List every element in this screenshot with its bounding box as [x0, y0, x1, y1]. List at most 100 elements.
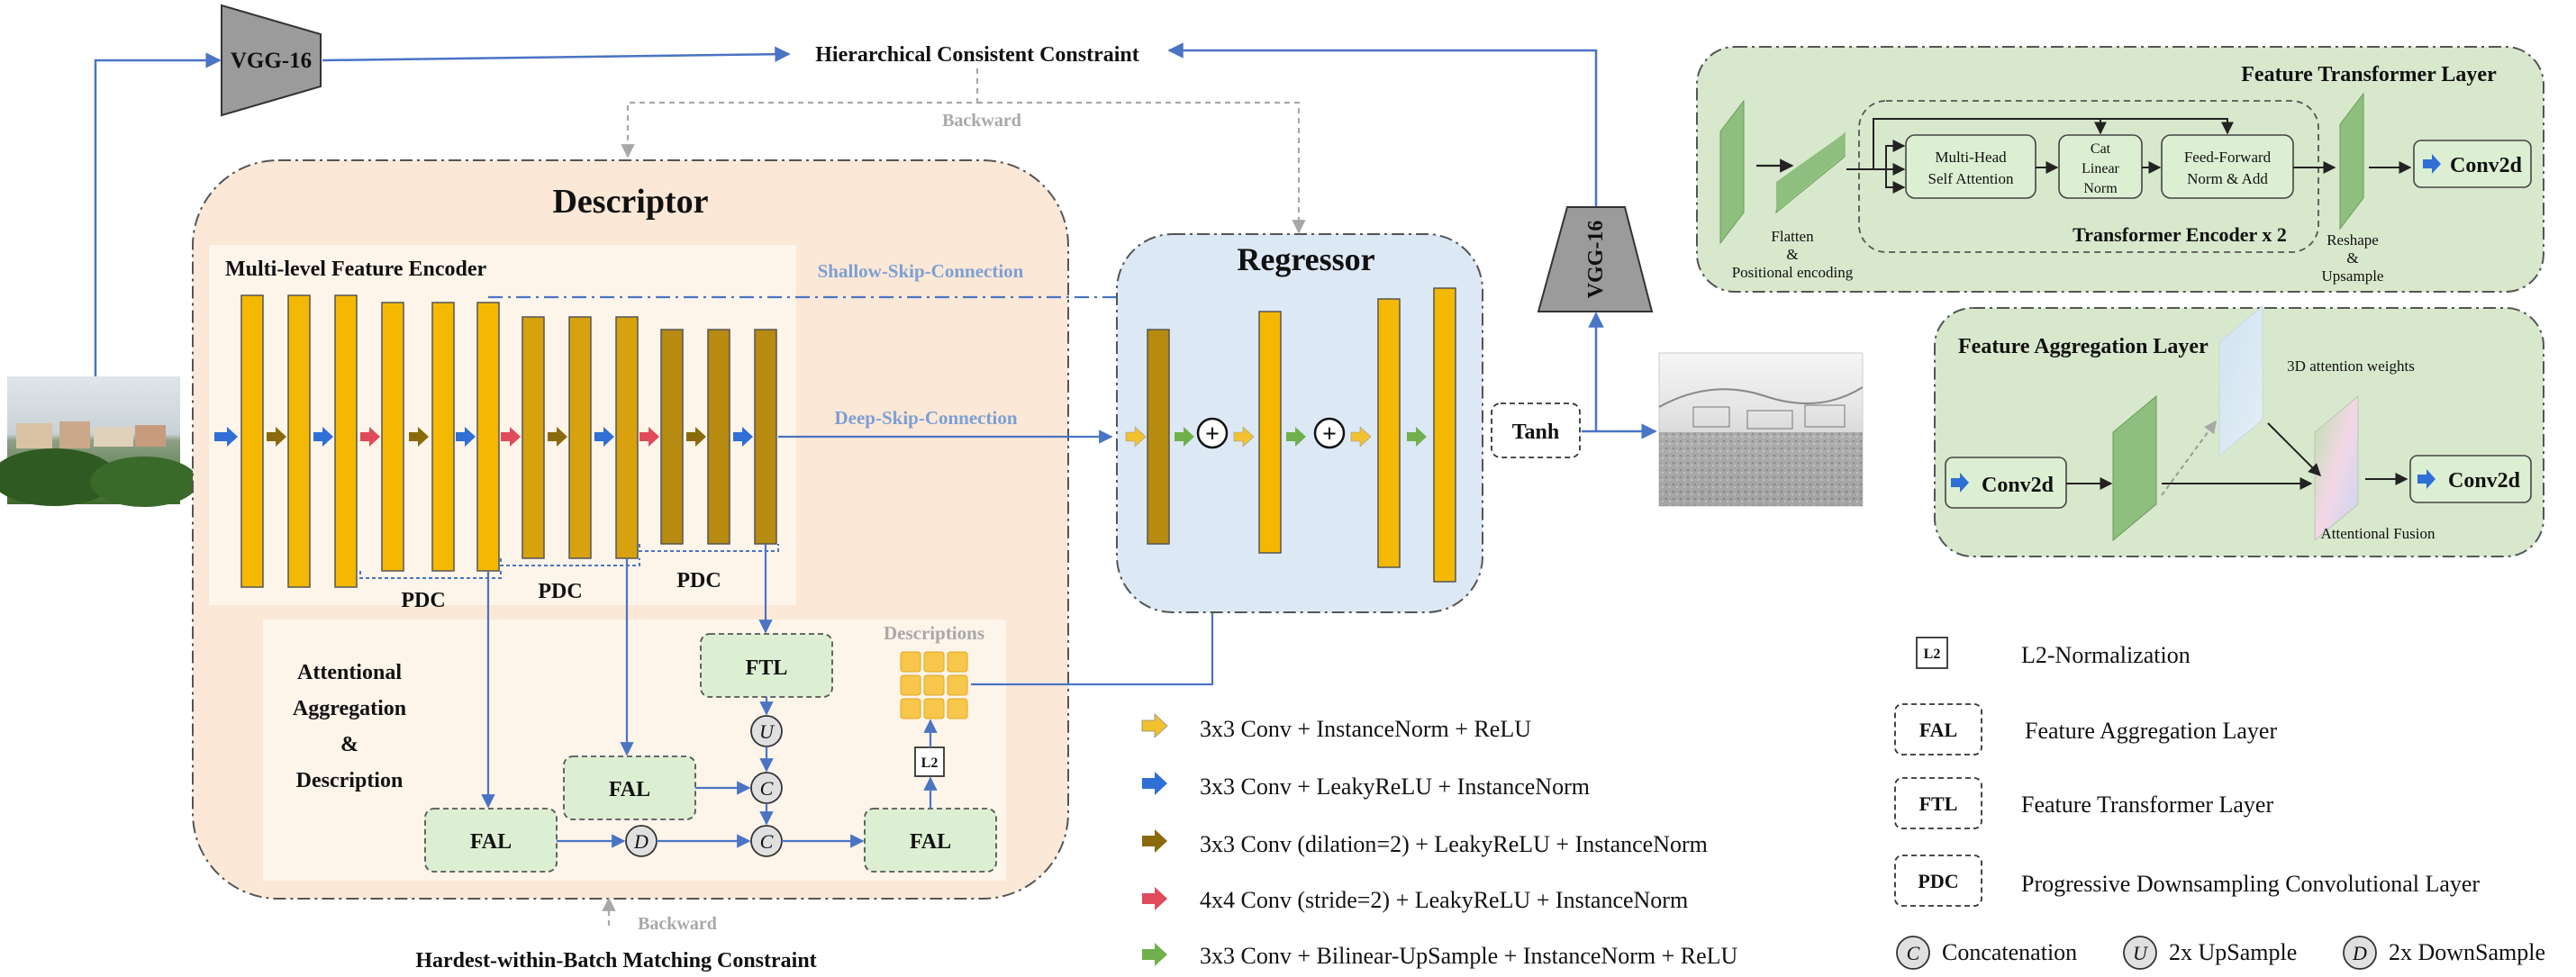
op-circles: U C C D [625, 715, 783, 857]
fal-panel-title: Feature Aggregation Layer [1958, 335, 2209, 358]
legend-fal-box [1894, 703, 1982, 755]
arrow-legend: 3x3 Conv + InstanceNorm + ReLU 3x3 Conv … [1141, 713, 1738, 969]
enc-bar-12 [754, 329, 777, 545]
output-photo [1658, 352, 1864, 507]
backward-bottom-label: Backward [638, 914, 717, 934]
reshape-line-3: Upsample [2322, 267, 2384, 285]
ftl-conv2d-label: Conv2d [2450, 154, 2523, 177]
box-legend: L2 L2-Normalization FAL Feature Aggregat… [1894, 637, 2545, 970]
attn-title: Attentional Aggregation & Description [293, 661, 406, 792]
legend-arrow-label-1: 3x3 Conv + InstanceNorm + ReLU [1200, 716, 1531, 742]
encoder-frame [1858, 100, 2319, 253]
tanh-box [1491, 403, 1581, 458]
fal-box-1-label: FAL [470, 830, 512, 854]
fal-panel: Feature Aggregation Layer Conv2d 3D atte… [1934, 304, 2544, 557]
fal-conv2d-out-arrow [2417, 469, 2435, 489]
vgg-to-hcc-arrow [322, 46, 791, 62]
add-circle-1-label: + [1205, 421, 1220, 448]
pdc-label-3: PDC [676, 569, 721, 593]
reg-op-arrow-green [1286, 427, 1306, 447]
vgg-right-block [1537, 206, 1654, 312]
add-circle-1 [1196, 417, 1229, 449]
descriptions-label: Descriptions [884, 622, 984, 644]
reg-op-arrow-yellow [1233, 426, 1255, 448]
reg-bar-2 [1258, 311, 1282, 554]
op-arrow-red [639, 427, 659, 447]
backward-top-arrow-right [977, 101, 1306, 234]
vgg-left-block [221, 4, 322, 117]
attn-title-line-3: & [340, 733, 358, 756]
legend-upsample-label: 2x UpSample [2169, 939, 2297, 965]
mhsa-line-1: Multi-Head [1935, 149, 2007, 166]
input-photo [0, 376, 198, 507]
attn-title-line-1: Attentional [297, 661, 402, 684]
ftl-input-feature [1719, 99, 1745, 245]
ftl-box-label: FTL [746, 656, 788, 680]
regressor-title: Regressor [1237, 241, 1374, 277]
tanh-label: Tanh [1512, 421, 1560, 444]
legend-ftl-box [1894, 777, 1982, 829]
fal-box-2-label: FAL [609, 778, 650, 801]
ffn-box [2161, 134, 2294, 199]
enc-bar-1 [240, 294, 264, 588]
l2-box-label: L2 [921, 755, 939, 771]
fal-conv2d-in-label: Conv2d [1982, 474, 2054, 497]
enc-bar-10 [660, 329, 684, 545]
hcc-label: Hierarchical Consistent Constraint [815, 43, 1139, 67]
ffn-line-2: Norm & Add [2187, 170, 2268, 187]
legend-ftl-label: Feature Transformer Layer [2021, 792, 2273, 818]
fal-fusion-label: Attentional Fusion [2320, 525, 2435, 542]
reg-bar-4 [1433, 287, 1456, 583]
legend-upsample-circle [2123, 936, 2157, 970]
op-arrow-blue [456, 427, 476, 447]
vgg-right-to-hcc-arrow [1167, 42, 1598, 207]
legend-arrow-green [1142, 943, 1167, 966]
hbm-label: Hardest-within-Batch Matching Constraint [415, 949, 816, 972]
fal-fusion-block [2314, 394, 2359, 542]
flatten-line-1: Flatten [1771, 228, 1814, 245]
top-constraint-group: VGG-16 Hierarchical Consistent Constrain… [94, 4, 1598, 376]
legend-l2-label: L2-Normalization [2021, 642, 2191, 668]
legend-arrow-blue [1142, 772, 1167, 795]
vgg-right-label: VGG-16 [1584, 221, 1608, 299]
upsample-circle-label: U [759, 720, 776, 743]
op-arrow-blue [214, 427, 238, 447]
enc-bar-4 [381, 302, 404, 572]
legend-concat-key: C [1907, 942, 1920, 964]
reg-op-arrow-yellow [1350, 426, 1372, 448]
legend-fal-label: Feature Aggregation Layer [2025, 718, 2277, 744]
fal-box-3-label: FAL [910, 830, 951, 854]
fal-box-1 [424, 808, 558, 873]
legend-arrow-brown [1142, 829, 1167, 853]
shallow-skip-label: Shallow-Skip-Connection [818, 260, 1024, 282]
legend-l2-key: L2 [1924, 647, 1941, 662]
encoder-title: Multi-level Feature Encoder [225, 258, 486, 281]
enc-bar-8 [568, 316, 592, 559]
fal-weights-label: 3D attention weights [2287, 357, 2415, 375]
legend-arrow-label-5: 3x3 Conv + Bilinear-UpSample + InstanceN… [1200, 943, 1738, 969]
pdc-label-2: PDC [538, 580, 582, 603]
reshape-line-2: & [2346, 249, 2358, 267]
input-to-vgg-arrow [94, 52, 222, 376]
mhsa-line-2: Self Attention [1928, 170, 2014, 187]
add-circle-2 [1313, 417, 1346, 449]
mhsa-box [1905, 134, 2036, 199]
downsample-circle-label: D [633, 830, 649, 853]
legend-pdc-box [1894, 855, 1982, 907]
descriptor-title: Descriptor [552, 183, 708, 221]
reg-op-arrow-yellow [1125, 426, 1147, 448]
fal-box-2 [563, 755, 696, 820]
enc-bar-2 [287, 294, 311, 588]
legend-downsample-circle [2343, 936, 2377, 970]
attn-title-line-4: Description [296, 769, 404, 792]
legend-arrow-yellow [1141, 713, 1168, 738]
op-arrow-red [360, 427, 380, 447]
op-arrow-brown [548, 427, 567, 447]
cat-line-2: Linear [2082, 161, 2119, 176]
regressor-panel: Regressor + + [1116, 233, 1483, 613]
cat-line-1: Cat [2091, 141, 2111, 157]
legend-ftl-key: FTL [1919, 792, 1958, 815]
enc-bar-3 [334, 294, 358, 588]
descriptor-panel: Descriptor Multi-level Feature Encoder [192, 159, 1337, 972]
